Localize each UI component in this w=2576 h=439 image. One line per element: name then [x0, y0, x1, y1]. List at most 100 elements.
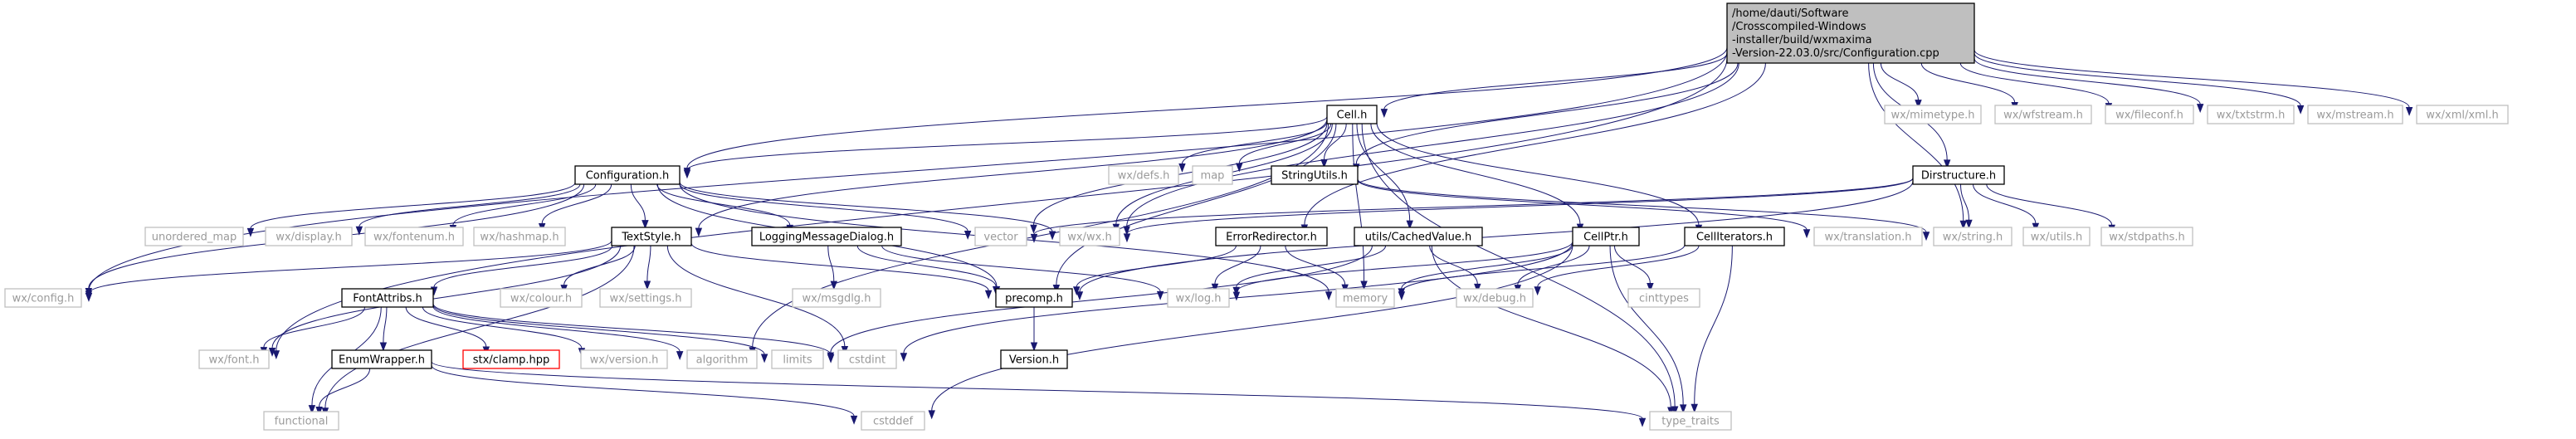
edge-root-to-wxconfig — [88, 51, 1728, 291]
edge-cell-to-celliter — [1376, 122, 1700, 226]
node-fontattribs-label: FontAttribs.h — [353, 293, 422, 305]
edge-stringutils-to-wxstring — [1357, 178, 1927, 233]
node-errorredir[interactable]: ErrorRedirector.h — [1215, 227, 1328, 246]
node-stringutils-box — [1271, 165, 1359, 185]
arrowhead-dirstructure-to-wxstring — [1965, 219, 1973, 229]
node-cachedvalue-label: utils/CachedValue.h — [1365, 232, 1471, 244]
node-precomp-box — [995, 288, 1073, 308]
node-unorderedmap: unordered_map — [144, 227, 244, 246]
node-wxtxtstrm-box — [2207, 105, 2295, 124]
node-configh[interactable]: Configuration.h — [574, 165, 681, 185]
node-memory-label: memory — [1343, 293, 1388, 305]
node-wxdebug-label: wx/debug.h — [1463, 293, 1526, 305]
node-wxxml-label: wx/xml/xml.h — [2426, 110, 2498, 122]
node-precomp[interactable]: precomp.h — [995, 288, 1073, 308]
node-wxwx-label: wx/wx.h — [1067, 232, 1111, 244]
edge-fontattribs-to-wxversion — [422, 306, 583, 349]
node-wxhashmap-box — [473, 227, 566, 246]
edge-textstyle-to-cstdint — [666, 245, 846, 347]
nodes-layer: /home/dauti/Software/Crosscompiled-Windo… — [4, 2, 2509, 431]
edge-cell-to-stringutils — [1324, 123, 1347, 160]
node-wxfontenum: wx/fontenum.h — [364, 227, 464, 246]
edge-fontattribs-to-cstdint — [432, 303, 832, 355]
node-typetraits-box — [1649, 411, 1732, 431]
node-dirstructure[interactable]: Dirstructure.h — [1912, 165, 2005, 185]
arrowhead-fontattribs-to-algorithm — [676, 351, 684, 361]
node-configh-label: Configuration.h — [586, 170, 670, 183]
node-cellptr[interactable]: CellPtr.h — [1572, 227, 1640, 246]
edge-cell-to-typetraits — [1361, 123, 1676, 407]
node-cstdint: cstdint — [837, 349, 897, 369]
node-limits-label: limits — [783, 354, 812, 367]
node-enumwrapper-label: EnumWrapper.h — [339, 354, 425, 367]
node-vector-box — [974, 227, 1027, 246]
node-wxlog-label: wx/log.h — [1176, 293, 1222, 305]
node-cinttypes-label: cinttypes — [1639, 293, 1689, 305]
node-stringutils[interactable]: StringUtils.h — [1271, 165, 1359, 185]
node-clamp-box — [462, 349, 560, 369]
node-wxsettings: wx/settings.h — [599, 288, 692, 308]
node-celliter[interactable]: CellIterators.h — [1684, 227, 1785, 246]
node-wxcolour: wx/colour.h — [500, 288, 583, 308]
node-version-label: Version.h — [1009, 354, 1059, 367]
node-logging[interactable]: LoggingMessageDialog.h — [751, 227, 902, 246]
node-wxmsgdlg-box — [792, 288, 881, 308]
edge-textstyle-to-functional — [324, 245, 635, 408]
arrowhead-cachedvalue-to-wxdebug — [1474, 283, 1481, 293]
node-root[interactable]: /home/dauti/Software/Crosscompiled-Windo… — [1726, 2, 1975, 64]
arrowhead-textstyle-to-wxfont — [268, 347, 276, 357]
node-algorithm-box — [686, 349, 758, 369]
edges-layer — [85, 47, 2413, 427]
node-root-label-line-1: /Crosscompiled-Windows — [1732, 21, 1866, 33]
arrowhead-root-to-wxfont — [272, 350, 281, 360]
node-functional-label: functional — [275, 416, 329, 428]
arrowhead-textstyle-to-wxconfig — [85, 292, 93, 302]
arrowhead-fontattribs-to-functional — [308, 405, 316, 415]
node-cellptr-label: CellPtr.h — [1583, 232, 1628, 244]
arrowhead-precomp-to-version — [1030, 342, 1038, 352]
arrowhead-cell-to-textstyle — [695, 227, 703, 237]
node-wxfileconf: wx/fileconf.h — [2105, 105, 2194, 124]
node-enumwrapper[interactable]: EnumWrapper.h — [331, 349, 432, 369]
arrowhead-root-to-wxmimetype — [1915, 100, 1922, 110]
node-version[interactable]: Version.h — [1000, 349, 1068, 369]
edge-configh-to-unorderedmap — [250, 182, 576, 229]
node-wxstdpaths-box — [2100, 227, 2193, 246]
node-wxcolour-box — [500, 288, 583, 308]
edge-configh-to-wxwx — [679, 182, 1053, 232]
node-wxwx: wx/wx.h — [1059, 227, 1120, 246]
node-typetraits-label: type_traits — [1661, 416, 1720, 428]
node-map-box — [1192, 165, 1233, 185]
node-wxwx-box — [1059, 227, 1120, 246]
node-cell-label: Cell.h — [1337, 110, 1368, 122]
node-wxwfstream: wx/wfstream.h — [1994, 105, 2092, 124]
arrowhead-cell-to-cachedvalue — [1406, 220, 1413, 230]
edge-celliter-to-memory — [1401, 244, 1686, 292]
node-wxutils-label: wx/utils.h — [2031, 232, 2082, 244]
edge-enumwrapper-to-cstddef — [431, 365, 855, 417]
node-stringutils-label: StringUtils.h — [1281, 170, 1348, 183]
node-algorithm-label: algorithm — [696, 354, 749, 367]
node-clamp[interactable]: stx/clamp.hpp — [462, 349, 560, 369]
node-cell[interactable]: Cell.h — [1326, 105, 1378, 124]
node-memory: memory — [1335, 288, 1395, 308]
node-cachedvalue[interactable]: utils/CachedValue.h — [1354, 227, 1483, 246]
edge-errorredir-to-memory — [1285, 245, 1346, 285]
arrowhead-root-to-wxxml — [2405, 107, 2413, 116]
arrowhead-root-to-wxwx — [1123, 226, 1130, 236]
arrowhead-configh-to-wxdisplay — [355, 226, 363, 236]
node-wxstring-box — [1933, 227, 2013, 246]
arrowhead-enumwrapper-to-functional — [315, 407, 323, 416]
node-logging-box — [751, 227, 902, 246]
node-fontattribs[interactable]: FontAttribs.h — [341, 288, 434, 308]
node-functional-box — [263, 411, 339, 431]
node-wxdefs: wx/defs.h — [1108, 165, 1179, 185]
arrowhead-cell-to-memory — [1360, 280, 1368, 290]
node-limits-box — [771, 349, 824, 369]
node-textstyle[interactable]: TextStyle.h — [611, 227, 692, 246]
edge-root-to-wxxml — [1973, 49, 2410, 108]
node-wxconfig-box — [4, 288, 82, 308]
node-wxmstream: wx/mstream.h — [2307, 105, 2403, 124]
edge-cellptr-to-memory — [1401, 245, 1573, 289]
arrowhead-textstyle-to-wxsettings — [643, 280, 651, 290]
